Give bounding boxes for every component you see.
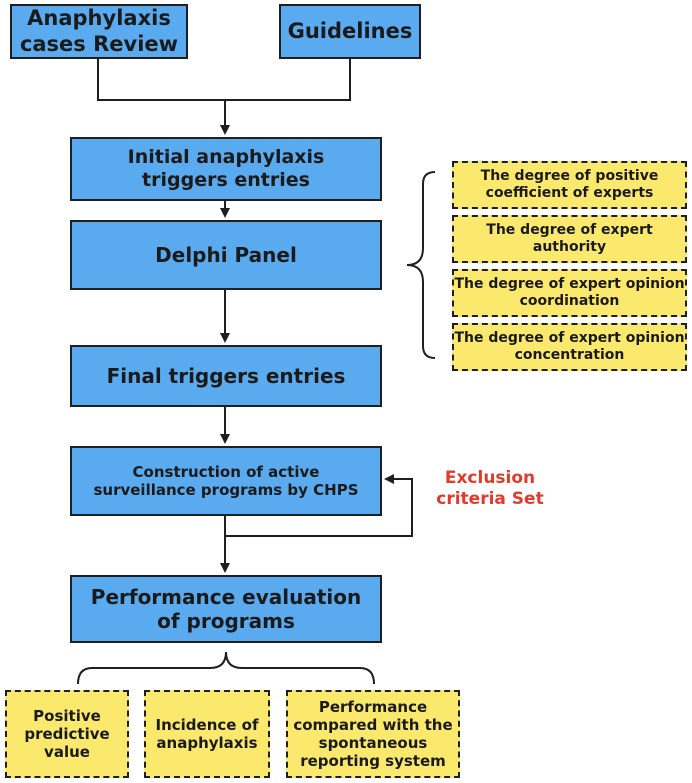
outcome-item: Positive predictive value xyxy=(5,690,129,778)
exclusion-loop xyxy=(225,478,413,537)
criteria-item: The degree of expert authority xyxy=(452,215,687,263)
outcome-item: Performance compared with the spontaneou… xyxy=(286,690,460,778)
outcome-item-label: Incidence of anaphylaxis xyxy=(155,716,259,752)
criteria-item-label: The degree of expert opinion coordinatio… xyxy=(454,276,685,309)
criteria-item: The degree of expert opinion concentrati… xyxy=(452,323,687,371)
delphi-panel-label: Delphi Panel xyxy=(155,243,297,267)
criteria-item: The degree of positive coefficient of ex… xyxy=(452,161,687,209)
initial-triggers-box: Initial anaphylaxis triggers entries xyxy=(70,137,382,201)
criteria-item: The degree of expert opinion coordinatio… xyxy=(452,269,687,317)
exclusion-criteria-label: Exclusion criteria Set xyxy=(436,468,544,510)
construction-box: Construction of active surveillance prog… xyxy=(70,446,382,516)
delphi-brace xyxy=(406,171,436,359)
guidelines-box: Guidelines xyxy=(279,4,421,59)
cases-review-box: Anaphylaxis cases Review xyxy=(10,4,188,59)
construction-label: Construction of active surveillance prog… xyxy=(93,463,359,499)
criteria-item-label: The degree of expert authority xyxy=(486,222,653,255)
outcome-item: Incidence of anaphylaxis xyxy=(144,690,270,778)
delphi-panel-box: Delphi Panel xyxy=(70,220,382,290)
outcomes-brace xyxy=(77,651,375,685)
performance-label: Performance evaluation of programs xyxy=(90,585,362,633)
outcome-item-label: Positive predictive value xyxy=(24,707,110,761)
performance-box: Performance evaluation of programs xyxy=(70,575,382,643)
outcome-item-label: Performance compared with the spontaneou… xyxy=(293,698,453,770)
guidelines-label: Guidelines xyxy=(287,18,413,43)
initial-triggers-label: Initial anaphylaxis triggers entries xyxy=(127,146,325,191)
final-triggers-label: Final triggers entries xyxy=(106,364,346,388)
criteria-item-label: The degree of expert opinion concentrati… xyxy=(454,330,685,363)
cases-review-label: Anaphylaxis cases Review xyxy=(19,6,179,56)
final-triggers-box: Final triggers entries xyxy=(70,345,382,407)
criteria-item-label: The degree of positive coefficient of ex… xyxy=(480,168,659,201)
